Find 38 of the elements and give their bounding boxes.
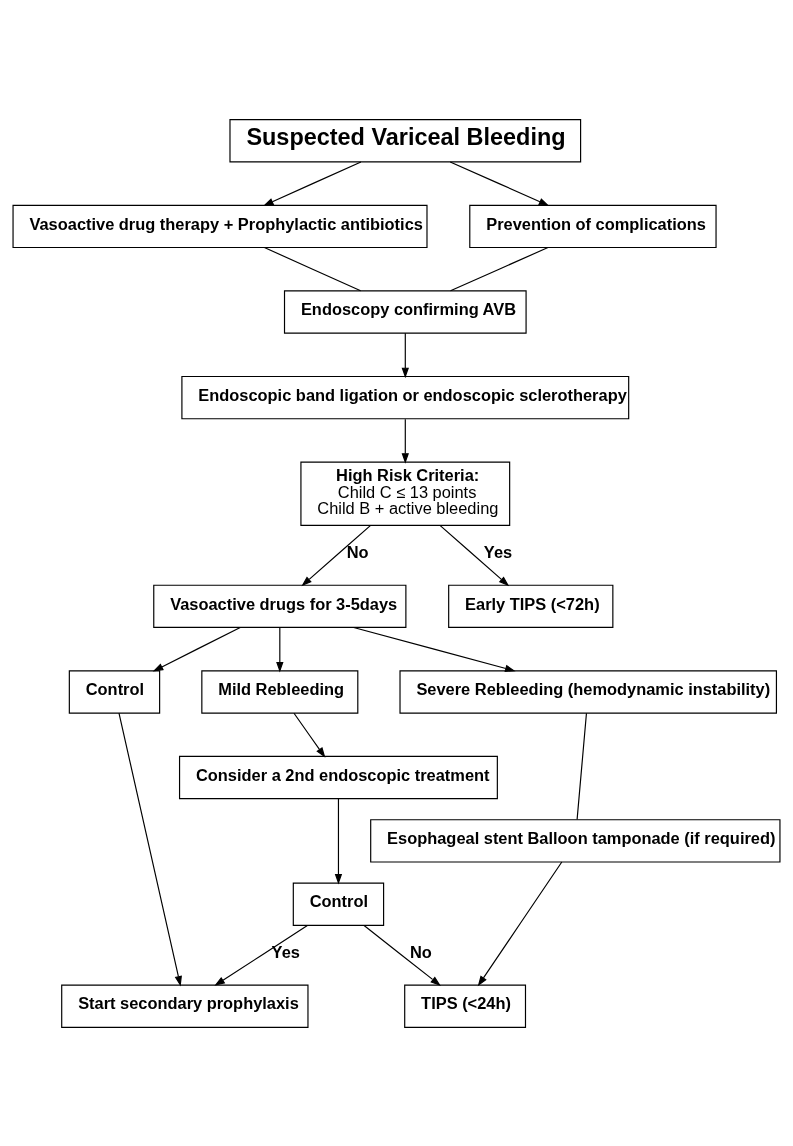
node-box: High Risk Criteria: Child C ≤ 13 points Child B + active bleeding: [300, 461, 511, 526]
node-box: Endoscopic band ligation or endoscopic sclerotherapy: [181, 375, 630, 419]
node-box: Suspected Variceal Bleeding: [229, 118, 582, 162]
node-box: Control: [68, 669, 161, 714]
node-box: Prevention of complications: [469, 204, 717, 248]
node-box: Start secondary prophylaxis: [61, 984, 309, 1028]
arrow: [263, 160, 362, 206]
edge-label: Yes: [483, 542, 513, 561]
arrow: [439, 524, 510, 586]
arrow: [363, 924, 441, 986]
connector: [449, 246, 549, 291]
arrow: [401, 418, 409, 464]
node-box: Vasoactive drugs for 3-5days: [153, 584, 407, 628]
node-box: Consider a 2nd endoscopic treatment: [178, 755, 498, 799]
connector: [263, 246, 362, 291]
arrow: [401, 332, 409, 378]
node-box: Endoscopy confirming AVB: [283, 289, 527, 334]
node-box: TIPS (<24h): [404, 984, 527, 1028]
arrow: [152, 626, 241, 671]
edge-label: No: [346, 542, 369, 561]
arrow: [477, 860, 563, 986]
arrow: [214, 924, 308, 986]
node-box: Esophageal stent Balloon tamponade (if required): [370, 818, 781, 863]
arrow: [293, 712, 326, 758]
node-box: Severe Rebleeding (hemodynamic instability): [399, 669, 777, 714]
edge-label: No: [409, 942, 432, 961]
arrow: [301, 524, 371, 586]
node-box: Vasoactive drug therapy + Prophylactic antibiotics: [12, 204, 428, 248]
node-box: Early TIPS (<72h): [448, 584, 614, 628]
edge-label: Yes: [271, 942, 300, 961]
node-box: Control: [292, 882, 385, 926]
arrow: [118, 712, 182, 987]
connector: [576, 712, 588, 820]
arrow: [353, 626, 516, 672]
node-box: Mild Rebleeding: [201, 669, 359, 714]
arrow: [449, 160, 550, 206]
arrow: [334, 797, 343, 884]
arrow: [276, 626, 284, 673]
